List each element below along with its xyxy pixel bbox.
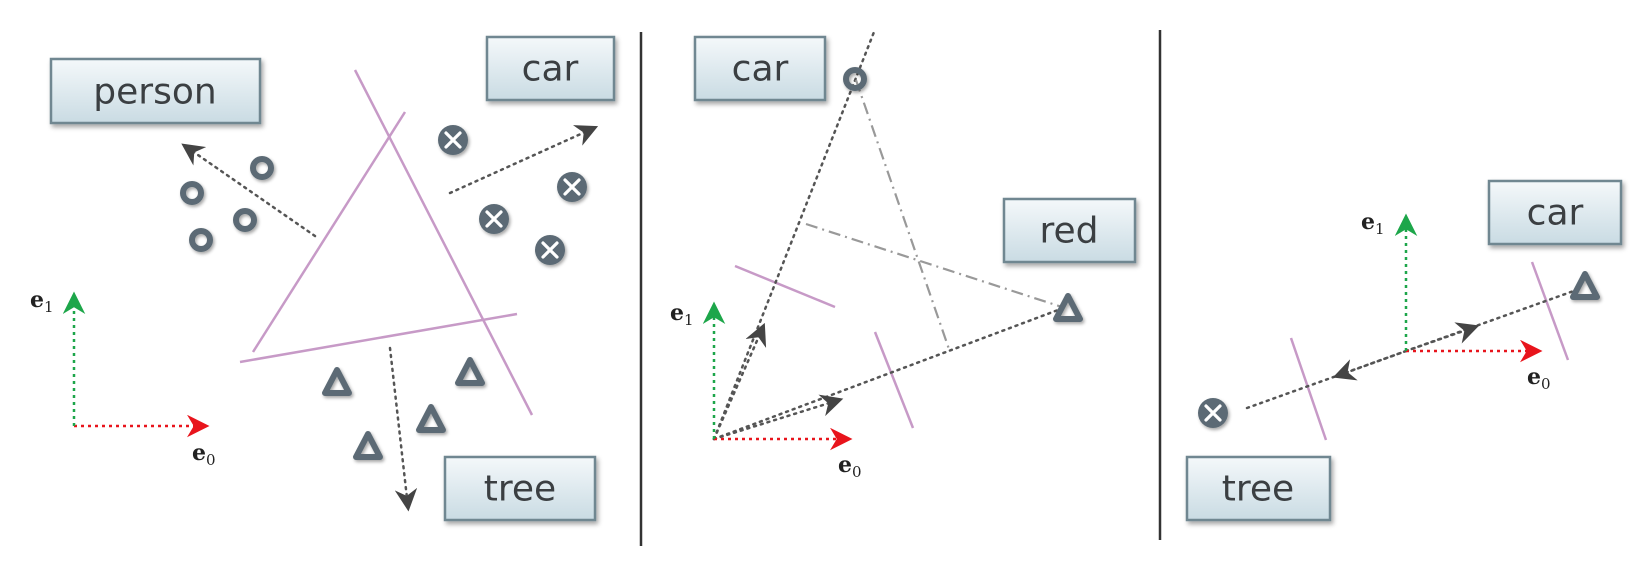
circle-marker (253, 159, 271, 177)
label-car: car (485, 35, 616, 102)
axis-label-e1: e1 (30, 287, 54, 316)
hyperplane-line (1530, 261, 1570, 361)
direction-arrow (712, 322, 767, 441)
cross-marker (555, 170, 589, 204)
direction-arrow (712, 394, 844, 441)
label-tree: tree (443, 455, 597, 522)
embedding-line (712, 30, 876, 441)
hyperplane-line (353, 69, 534, 416)
triangle-marker (1056, 296, 1080, 319)
embedding-line (712, 305, 1068, 441)
svg-text:car: car (522, 49, 579, 90)
direction-arrow (448, 125, 599, 195)
cross-marker (1196, 396, 1230, 430)
svg-text:car: car (732, 49, 789, 90)
circle-marker (183, 184, 201, 202)
hyperplane-line (239, 312, 518, 364)
direction-arrow (181, 143, 317, 238)
panel-1: e0 e1 person car tree (30, 35, 616, 522)
hyperplane-line (251, 111, 407, 353)
axis-label-e0: e0 (1527, 364, 1551, 393)
axis-label-e0: e0 (838, 452, 862, 481)
label-person: person (49, 57, 262, 125)
direction-arrow (1404, 322, 1480, 353)
label-tree: tree (1185, 455, 1332, 522)
panel-2: e0 e1 car red (670, 30, 1137, 481)
triangle-marker (458, 360, 482, 383)
cross-marker (533, 233, 567, 267)
triangle-marker (419, 407, 443, 430)
guide-line (854, 79, 952, 353)
triangle-marker (1573, 274, 1597, 297)
axis-label-e1: e1 (670, 300, 694, 329)
label-car: car (693, 35, 827, 102)
svg-text:car: car (1527, 193, 1584, 234)
hyperplane-line (734, 264, 836, 309)
cross-marker (477, 202, 511, 236)
hyperplane-line (873, 331, 915, 429)
label-red: red (1002, 197, 1137, 264)
circle-marker (192, 231, 210, 249)
svg-text:tree: tree (484, 469, 556, 510)
circle-marker (236, 211, 254, 229)
cross-marker (436, 123, 470, 157)
panel-3: e0 e1 car tree (1185, 179, 1623, 522)
guide-line (805, 222, 1063, 309)
triangle-marker (325, 370, 349, 393)
axis-label-e1: e1 (1361, 209, 1385, 238)
direction-arrow (388, 346, 418, 512)
svg-text:red: red (1039, 211, 1098, 252)
hyperplane-line (1289, 337, 1328, 441)
direction-arrow (1332, 349, 1408, 381)
svg-text:person: person (93, 72, 216, 113)
triangle-marker (356, 434, 380, 457)
axis-label-e0: e0 (192, 440, 216, 469)
label-car: car (1487, 179, 1623, 246)
svg-text:tree: tree (1222, 469, 1294, 510)
